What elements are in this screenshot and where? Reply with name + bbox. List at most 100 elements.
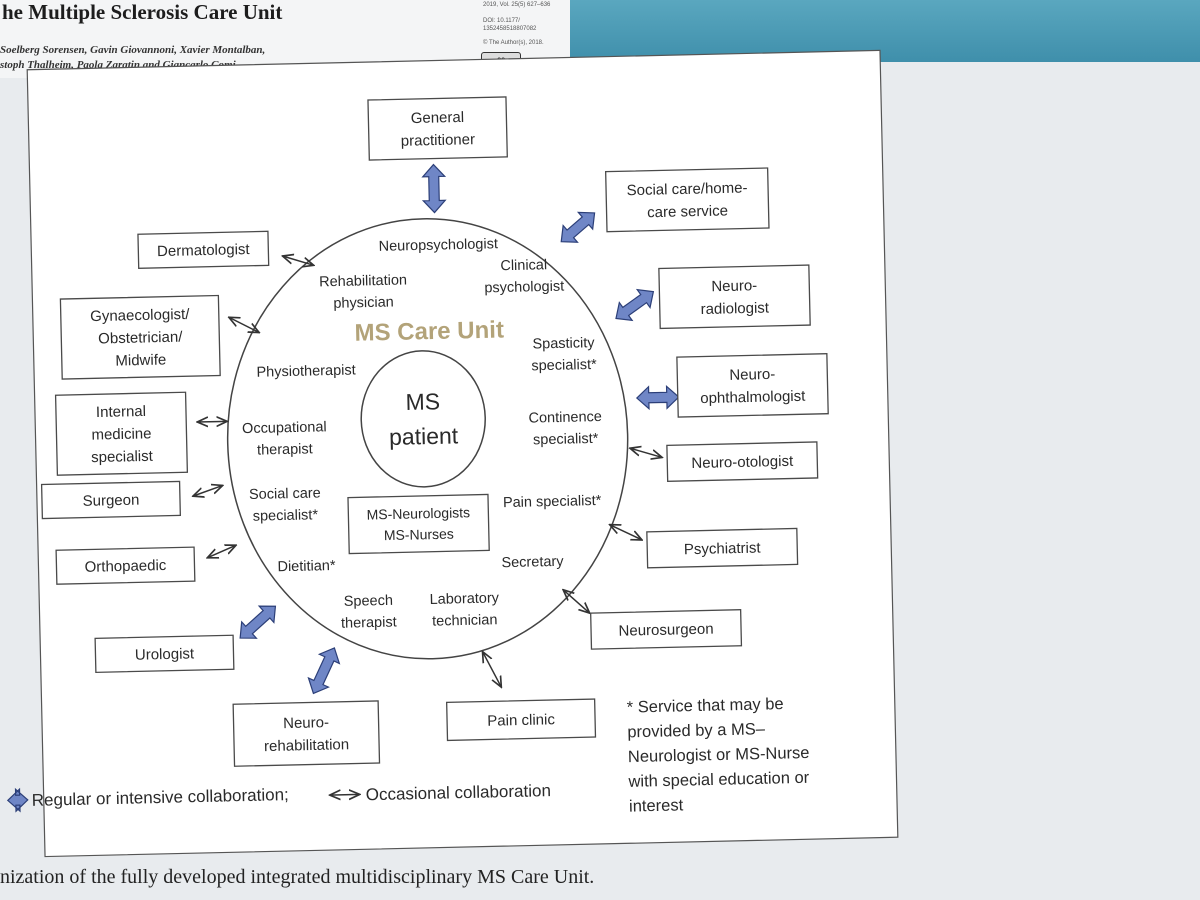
service-label-line-1: Gynaecologist/ [90, 306, 190, 325]
service-label-line-1: Neuro- [711, 277, 757, 295]
role-speech-therapist-line-2: therapist [341, 614, 397, 631]
role-social-care-specialist-line-2: specialist* [253, 507, 319, 524]
legend-thick-arrow-icon [6, 787, 29, 813]
core-team-label-line-1: MS-Neurologists [366, 504, 470, 522]
service-gynaecologist: Gynaecologist/Obstetrician/Midwife [59, 294, 221, 380]
footnote-line-1: * Service that may be [627, 695, 784, 717]
role-laboratory-technician-line-2: technician [432, 612, 498, 629]
service-box [604, 167, 770, 233]
service-label: Orthopaedic [84, 557, 167, 576]
paper-title: he Multiple Sclerosis Care Unit [2, 0, 283, 24]
service-box [40, 480, 182, 520]
service-label-line-1: Social care/home- [626, 179, 747, 199]
footnote-line-4: with special education or [627, 769, 810, 791]
service-label-line-2: care service [647, 202, 728, 221]
role-pain-specialist: Pain specialist* [503, 493, 602, 511]
service-box [232, 700, 381, 767]
service-label-line-3: Midwife [115, 351, 166, 369]
journal-meta-1: 2019, Vol. 25(5) 627–636 [483, 2, 551, 8]
service-label-line-1: Neuro- [729, 366, 775, 384]
service-psychiatrist: Psychiatrist [646, 527, 799, 569]
role-spasticity-specialist-line-2: specialist* [531, 357, 597, 374]
service-box [658, 264, 811, 330]
service-box [55, 546, 196, 585]
role-laboratory-technician-line-1: Laboratory [429, 590, 499, 608]
role-physiotherapist: Physiotherapist [256, 362, 355, 380]
service-label-line-2: medicine [91, 425, 151, 443]
service-label: Urologist [135, 645, 195, 663]
service-box [137, 230, 270, 269]
header-accent-bar [570, 0, 1200, 62]
service-label-line-2: ophthalmologist [700, 388, 806, 407]
service-label: Surgeon [82, 492, 139, 510]
service-label-line-1: General [411, 109, 465, 127]
service-label-line-3: specialist [91, 448, 154, 466]
patient-label-line-2: patient [389, 422, 459, 450]
service-label: Dermatologist [157, 241, 251, 260]
legend-thin-arrow-icon [330, 794, 360, 795]
service-box [367, 96, 508, 161]
service-label: Psychiatrist [684, 539, 762, 558]
arrow-gynaecologist [229, 317, 259, 334]
arrow-neurosurgeon [563, 589, 590, 614]
service-label: Neurosurgeon [618, 621, 713, 640]
service-box [94, 634, 235, 674]
service-box [54, 391, 189, 476]
care-unit-title: MS Care Unit [354, 316, 504, 346]
service-box [676, 353, 829, 418]
role-clinical-psychologist-line-1: Clinical [500, 257, 547, 274]
service-box [445, 698, 597, 742]
core-team-label-line-2: MS-Nurses [384, 526, 454, 544]
service-label-line-2: radiologist [700, 299, 770, 318]
role-clinical-psychologist-line-2: psychologist [484, 279, 564, 297]
role-spasticity-specialist-line-1: Spasticity [532, 335, 595, 352]
footnote-line-2: provided by a MS– [627, 720, 766, 741]
arrow-surgeon [193, 485, 223, 496]
service-orthopaedic: Orthopaedic [55, 546, 196, 585]
figure-caption: nization of the fully developed integrat… [0, 866, 595, 888]
role-social-care-specialist-line-1: Social care [249, 485, 321, 503]
service-label-line-2: practitioner [401, 131, 476, 150]
service-urologist: Urologist [94, 634, 235, 674]
journal-meta-4: © The Author(s), 2018. [483, 40, 544, 46]
role-speech-therapist-line-1: Speech [344, 593, 394, 610]
arrow-gp [421, 163, 447, 214]
care-unit-ellipse [226, 218, 629, 660]
arrow-neuroradiologist [615, 288, 655, 322]
service-neuro-ophthalmologist: Neuro-ophthalmologist [676, 353, 829, 418]
footnote-line-5: interest [629, 796, 684, 815]
service-label-line-2: rehabilitation [264, 736, 349, 755]
patient-ellipse [360, 350, 486, 488]
service-label: Pain clinic [487, 711, 555, 730]
service-neuro-otologist: Neuro-otologist [666, 441, 819, 483]
arrow-internal-medicine [197, 421, 227, 422]
role-occupational-therapist-line-1: Occupational [242, 419, 327, 437]
service-box [590, 609, 743, 650]
arrow-pain-clinic [483, 651, 502, 687]
service-label-line-1: Internal [96, 403, 146, 421]
arrow-psychiatrist [610, 524, 642, 541]
service-neuroradiologist: Neuro-radiologist [658, 264, 811, 330]
service-neurosurgeon: Neurosurgeon [590, 609, 743, 650]
service-box [59, 294, 221, 380]
role-rehabilitation-physician-line-1: Rehabilitation [319, 272, 407, 290]
role-secretary: Secretary [501, 554, 564, 571]
journal-meta-3: 1352458518807082 [483, 26, 537, 32]
service-box [646, 527, 799, 569]
arrow-neurorehabilitation [307, 647, 341, 695]
service-general-practitioner: General practitioner [367, 96, 508, 161]
service-box [666, 441, 819, 483]
service-label-line-1: Neuro- [283, 714, 329, 732]
arrow-dermatologist [282, 255, 313, 266]
service-internal-medicine: Internal medicine specialist [54, 391, 189, 476]
patient-label-line-1: MS [405, 388, 440, 415]
arrow-neuro-otologist [630, 447, 662, 458]
service-dermatologist: Dermatologist [137, 230, 270, 269]
role-occupational-therapist-line-2: therapist [257, 441, 313, 458]
role-continence-specialist-line-2: specialist* [533, 431, 599, 448]
footnote-line-3: Neurologist or MS-Nurse [628, 744, 810, 766]
service-surgeon: Surgeon [40, 480, 182, 520]
legend-occasional-label: Occasional collaboration [366, 781, 552, 804]
